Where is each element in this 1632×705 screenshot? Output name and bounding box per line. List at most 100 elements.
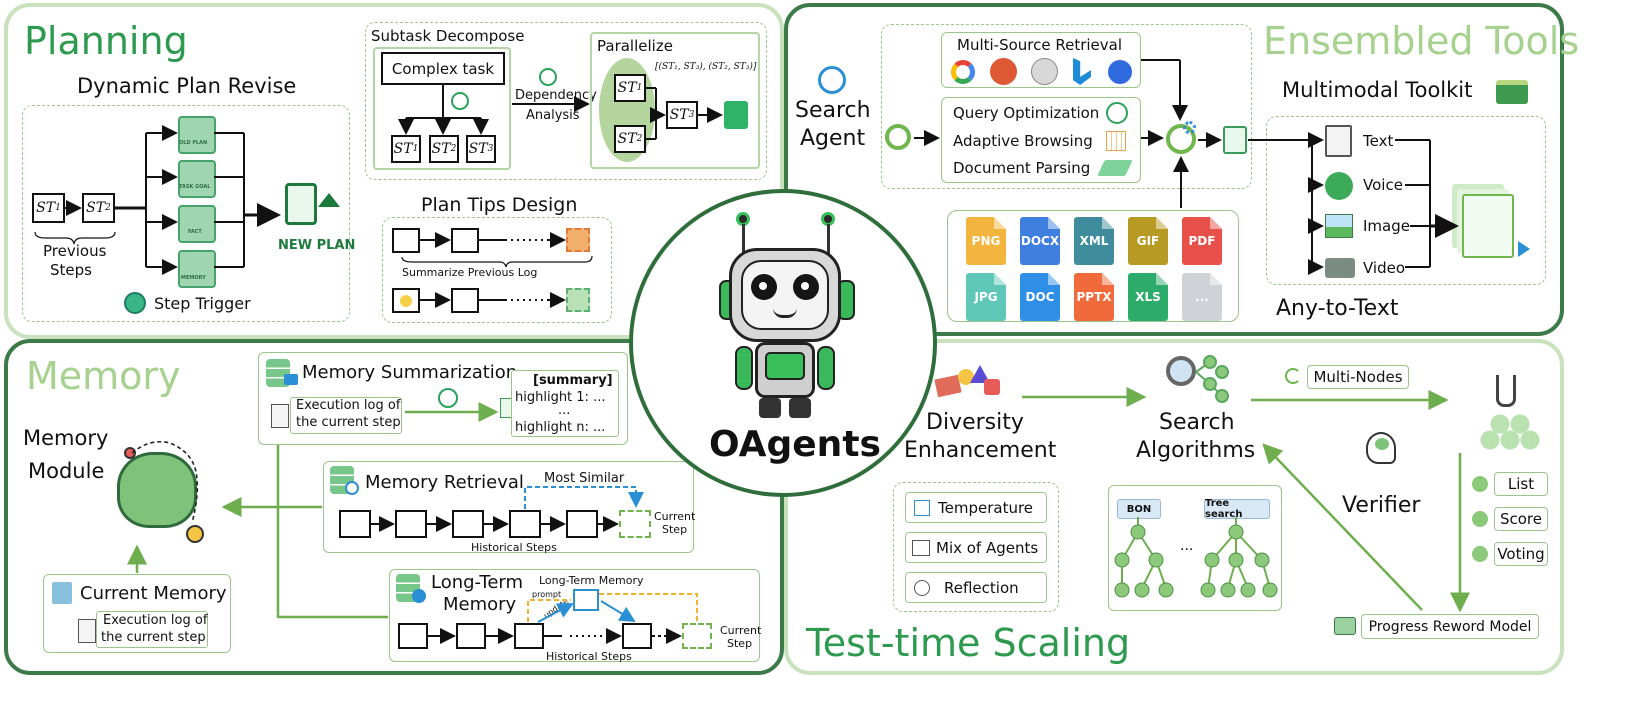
lt-step-2	[456, 623, 486, 649]
plan-tips-box	[382, 217, 612, 323]
openai-icon-4	[438, 388, 458, 408]
multimodal-toolkit-title: Multimodal Toolkit	[1282, 78, 1473, 102]
node-yellow-icon	[186, 525, 204, 543]
hist-step-2	[395, 510, 427, 538]
current-log-label-2: the current step	[101, 630, 206, 645]
any-to-text-label: Any-to-Text	[1276, 296, 1399, 321]
tools-title: Ensembled Tools	[1263, 19, 1580, 63]
dynamic-plan-revise-title: Dynamic Plan Revise	[77, 74, 297, 98]
globe-search-icon	[818, 66, 846, 94]
score-dot	[1472, 511, 1488, 527]
current-step-box	[619, 510, 651, 538]
file-types-box	[947, 210, 1239, 322]
agents-icon	[912, 539, 930, 556]
diversity-label-2: Enhancement	[904, 438, 1057, 463]
toolkit-box	[1266, 116, 1546, 285]
list-chip: List	[1494, 472, 1548, 496]
lt-current-step-label-2: Step	[727, 637, 753, 650]
dependency-label-2: Analysis	[526, 108, 580, 123]
verifier-brain-icon	[1375, 438, 1389, 450]
memory-tile-label: MEMORY	[181, 275, 206, 281]
hist-step-3	[452, 510, 484, 538]
task-goal-label: TASK GOAL	[179, 184, 211, 190]
most-similar-label: Most Similar	[544, 471, 625, 486]
score-chip: Score	[1494, 507, 1548, 531]
file-type-icon-gif: GIF	[1128, 217, 1168, 265]
current-execution-log-box	[96, 611, 208, 648]
reflection-chip: Reflection	[905, 572, 1047, 603]
new-plan-label: NEW PLAN	[278, 238, 356, 253]
adaptive-browsing-label[interactable]: Adaptive Browsing	[953, 132, 1093, 150]
query-optimization-label[interactable]: Query Optimization	[953, 104, 1100, 122]
current-memory-title: Current Memory	[80, 583, 227, 604]
previous-steps-label-1: Previous	[43, 242, 107, 260]
robot-mascot-icon	[715, 212, 855, 422]
current-log-label-1: Execution log of	[103, 613, 208, 628]
temperature-chip: Temperature	[905, 492, 1047, 523]
parallelize-title: Parallelize	[597, 37, 673, 55]
lt-step-4	[622, 623, 652, 649]
wikipedia-icon	[1031, 58, 1058, 85]
converter-arrow-icon	[1518, 241, 1530, 257]
planning-panel	[4, 3, 784, 339]
reward-model-icon	[1334, 617, 1356, 635]
tips-doc-icon-1	[566, 228, 590, 252]
search-tree-icon	[1166, 356, 1196, 386]
pairs-label: [(ST₁, ST₃), (ST₂, ST₃)]	[655, 62, 757, 72]
image-icon	[1325, 214, 1353, 238]
multi-nodes-icon	[1285, 368, 1301, 384]
multi-source-retrieval-label: Multi-Source Retrieval	[957, 36, 1123, 54]
voice-icon	[1325, 172, 1353, 200]
document-parsing-label[interactable]: Document Parsing	[953, 159, 1091, 177]
oagents-title: OAgents	[709, 424, 881, 465]
memory-module-label-1: Memory	[23, 426, 109, 450]
voting-dot	[1472, 546, 1488, 562]
verifier-head-icon	[1366, 432, 1396, 464]
output-doc-icon	[1223, 126, 1247, 154]
tips-box-1	[392, 228, 420, 253]
result-doc-icon	[724, 101, 748, 129]
task-goal-icon	[178, 160, 216, 198]
log-doc-icon	[271, 404, 289, 428]
highlight-n-label: highlight n: ...	[515, 420, 606, 435]
tts-panel	[784, 339, 1564, 675]
list-dot	[1472, 476, 1488, 492]
prompt-label: prompt	[532, 590, 562, 599]
file-type-icon-docx: DOCX	[1020, 217, 1060, 265]
multi-nodes-chip: Multi-Nodes	[1307, 365, 1409, 389]
file-type-icon-more: ...	[1182, 273, 1222, 321]
lt-historical-steps-label: Historical Steps	[546, 650, 632, 663]
step-trigger-label: Step Trigger	[154, 294, 251, 313]
subtask-decompose-title: Subtask Decompose	[371, 27, 525, 45]
search-agent-label-2: Agent	[800, 126, 866, 151]
hist-step-5	[566, 510, 598, 538]
new-plan-arrow-icon	[318, 193, 340, 207]
hist-step-1	[339, 510, 371, 538]
slider-icon	[914, 499, 930, 516]
tips-box-4	[451, 288, 479, 313]
summary-box	[511, 370, 619, 437]
voice-label: Voice	[1363, 176, 1403, 194]
search-agent-label-1: Search	[795, 98, 871, 123]
progress-reward-model-chip: Progress Reword Model	[1361, 614, 1539, 639]
file-type-icon-pptx: PPTX	[1074, 273, 1114, 321]
long-term-memory-node	[573, 589, 599, 611]
memory-tile-icon	[178, 250, 216, 288]
long-term-memory-title-1: Long-Term	[431, 572, 524, 593]
converter-icon	[1462, 194, 1514, 258]
tree-search-tag: Tree search	[1204, 498, 1270, 520]
lt-step-1	[398, 623, 428, 649]
execution-log-box	[290, 397, 402, 434]
complex-task-box: Complex task	[381, 52, 505, 85]
old-plan-label: OLD PLAN	[179, 140, 208, 146]
file-type-icon-pdf: PDF	[1182, 217, 1222, 265]
long-term-memory-title-2: Memory	[443, 594, 517, 615]
old-plan-icon	[178, 116, 216, 154]
historical-steps-label: Historical Steps	[471, 541, 557, 554]
plan-tips-design-title: Plan Tips Design	[421, 194, 578, 216]
baidu-icon	[1108, 60, 1132, 84]
